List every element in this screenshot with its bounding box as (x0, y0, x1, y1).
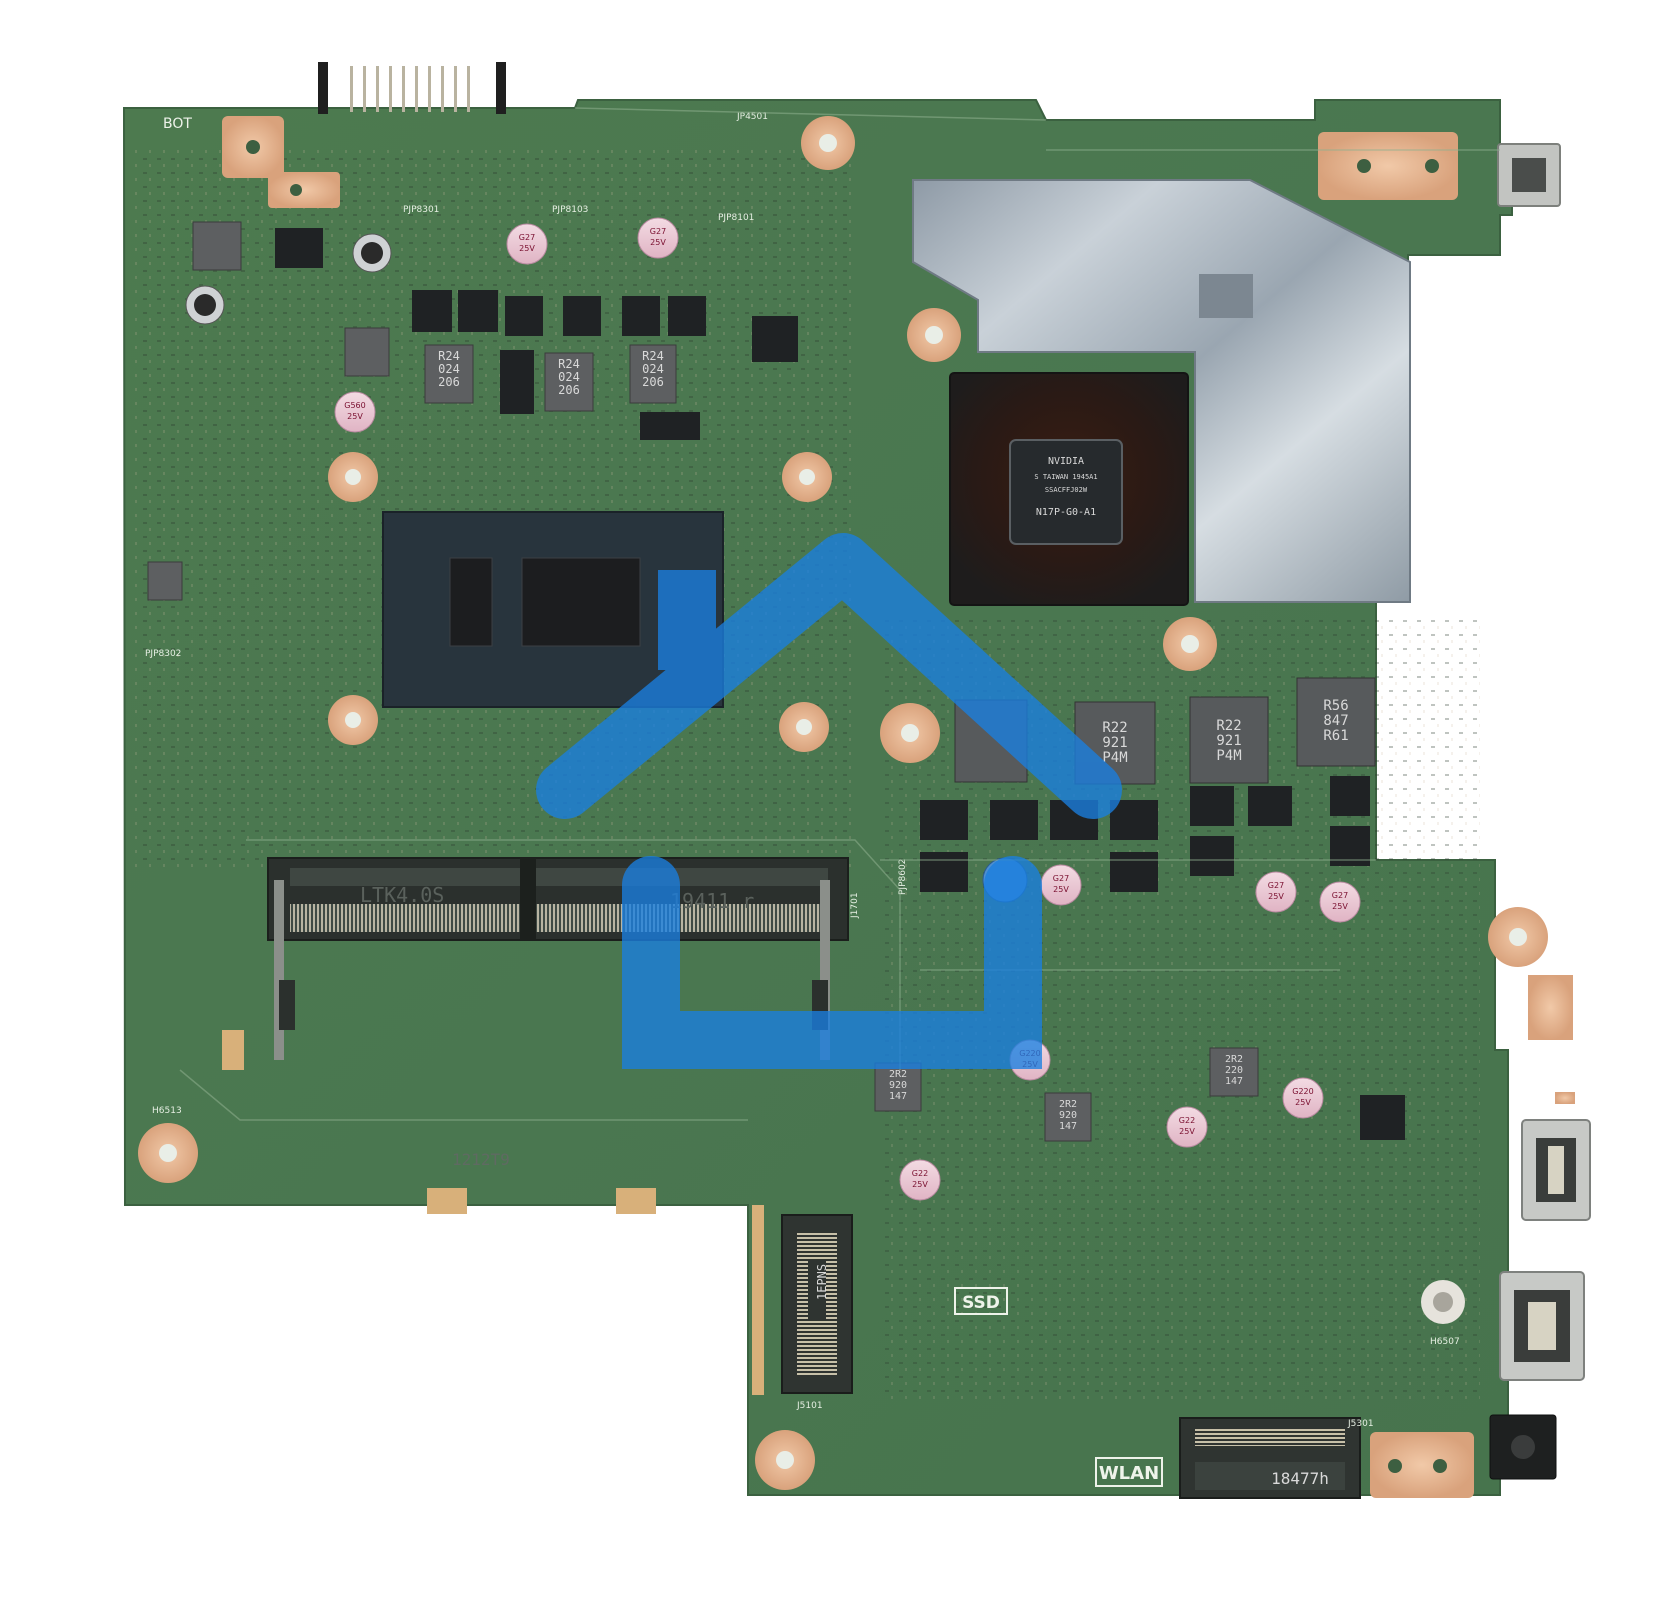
dimm-left-mark: LTK4.0S (360, 883, 444, 907)
label-jp4501: JP4501 (736, 112, 768, 122)
dimm-slot (267, 857, 849, 1060)
gpu-die (1009, 439, 1123, 545)
top-pin-header (318, 62, 506, 114)
inductor-small-a (192, 221, 390, 377)
capacitor-c3: G560 25V (334, 391, 376, 433)
capacitor-black-a (352, 233, 392, 273)
home-icon (536, 533, 1122, 1069)
svg-text:25V: 25V (650, 238, 666, 247)
screw-holes (138, 116, 1548, 1490)
label-wlan: WLAN (1099, 1463, 1159, 1484)
gpu-line1-text: S TAIWAN 1945A1 (1034, 473, 1097, 481)
gpu-line2-text: SSACFFJ02W (1045, 486, 1088, 494)
label-bot: BOT (163, 116, 192, 132)
svg-text:G22: G22 (1179, 1116, 1195, 1125)
label-pjp8301: PJP8301 (403, 205, 439, 215)
svg-text:G27: G27 (1332, 891, 1348, 900)
audio-jack (1489, 1414, 1557, 1480)
cpu-die-small (449, 557, 493, 647)
capacitor-black-b (185, 285, 225, 325)
usb-port-upper (1521, 1119, 1591, 1221)
svg-text:G27: G27 (519, 233, 535, 242)
dimm-right-mark: 19411 r (670, 889, 754, 913)
gpu-heat-shield (912, 179, 1411, 603)
component-texture-left (135, 150, 855, 870)
edge-fingers (222, 1030, 764, 1395)
svg-text:25V: 25V (347, 412, 363, 421)
gpu-brand-text: NVIDIA (1048, 456, 1084, 467)
svg-text:G22: G22 (912, 1169, 928, 1178)
svg-text:G27: G27 (650, 227, 666, 236)
gpu-model-text: N17P-G0-A1 (1036, 507, 1096, 518)
dc-power-port (1497, 143, 1561, 207)
label-pjp8302: PJP8302 (145, 649, 181, 659)
svg-text:25V: 25V (1053, 885, 1069, 894)
usb-port-lower (1499, 1271, 1585, 1381)
label-j5301: J5301 (1347, 1419, 1374, 1429)
label-ssd: SSD (962, 1293, 1000, 1313)
svg-text:25V: 25V (1332, 902, 1348, 911)
label-j1701: J1701 (850, 892, 860, 919)
svg-text:G220: G220 (1292, 1087, 1313, 1096)
svg-text:25V: 25V (1179, 1127, 1195, 1136)
wlan-label-box (1095, 1457, 1163, 1487)
svg-text:G27: G27 (1053, 874, 1069, 883)
mounting-pads (222, 116, 1575, 1498)
label-pjp8602: PJP8602 (898, 859, 908, 895)
label-pjp8103: PJP8103 (552, 205, 588, 215)
capacitor-c9: G220 25V (1282, 1077, 1324, 1119)
m2-wlan-mark: 18477h (1271, 1469, 1329, 1488)
label-board-code: 1212T9 (452, 1150, 510, 1169)
m2-ssd-mark: 1EPNS (815, 1264, 829, 1300)
label-j5101: J5101 (796, 1401, 823, 1411)
label-h6507: H6507 (1430, 1337, 1460, 1347)
svg-text:G27: G27 (1268, 881, 1284, 890)
shield-tab (1199, 274, 1253, 318)
svg-text:25V: 25V (912, 1180, 928, 1189)
svg-text:25V: 25V (1295, 1098, 1311, 1107)
cpu-die-large (521, 557, 641, 647)
ssd-label-box (954, 1287, 1008, 1315)
svg-text:G560: G560 (344, 401, 365, 410)
svg-text:25V: 25V (519, 244, 535, 253)
svg-text:25V: 25V (1268, 892, 1284, 901)
inductor-small-b (147, 561, 183, 601)
m2-ssd-slot (781, 1214, 853, 1394)
m2-wlan-slot (1179, 1417, 1361, 1499)
label-pjp8101: PJP8101 (718, 213, 754, 223)
label-h6513: H6513 (152, 1106, 182, 1116)
